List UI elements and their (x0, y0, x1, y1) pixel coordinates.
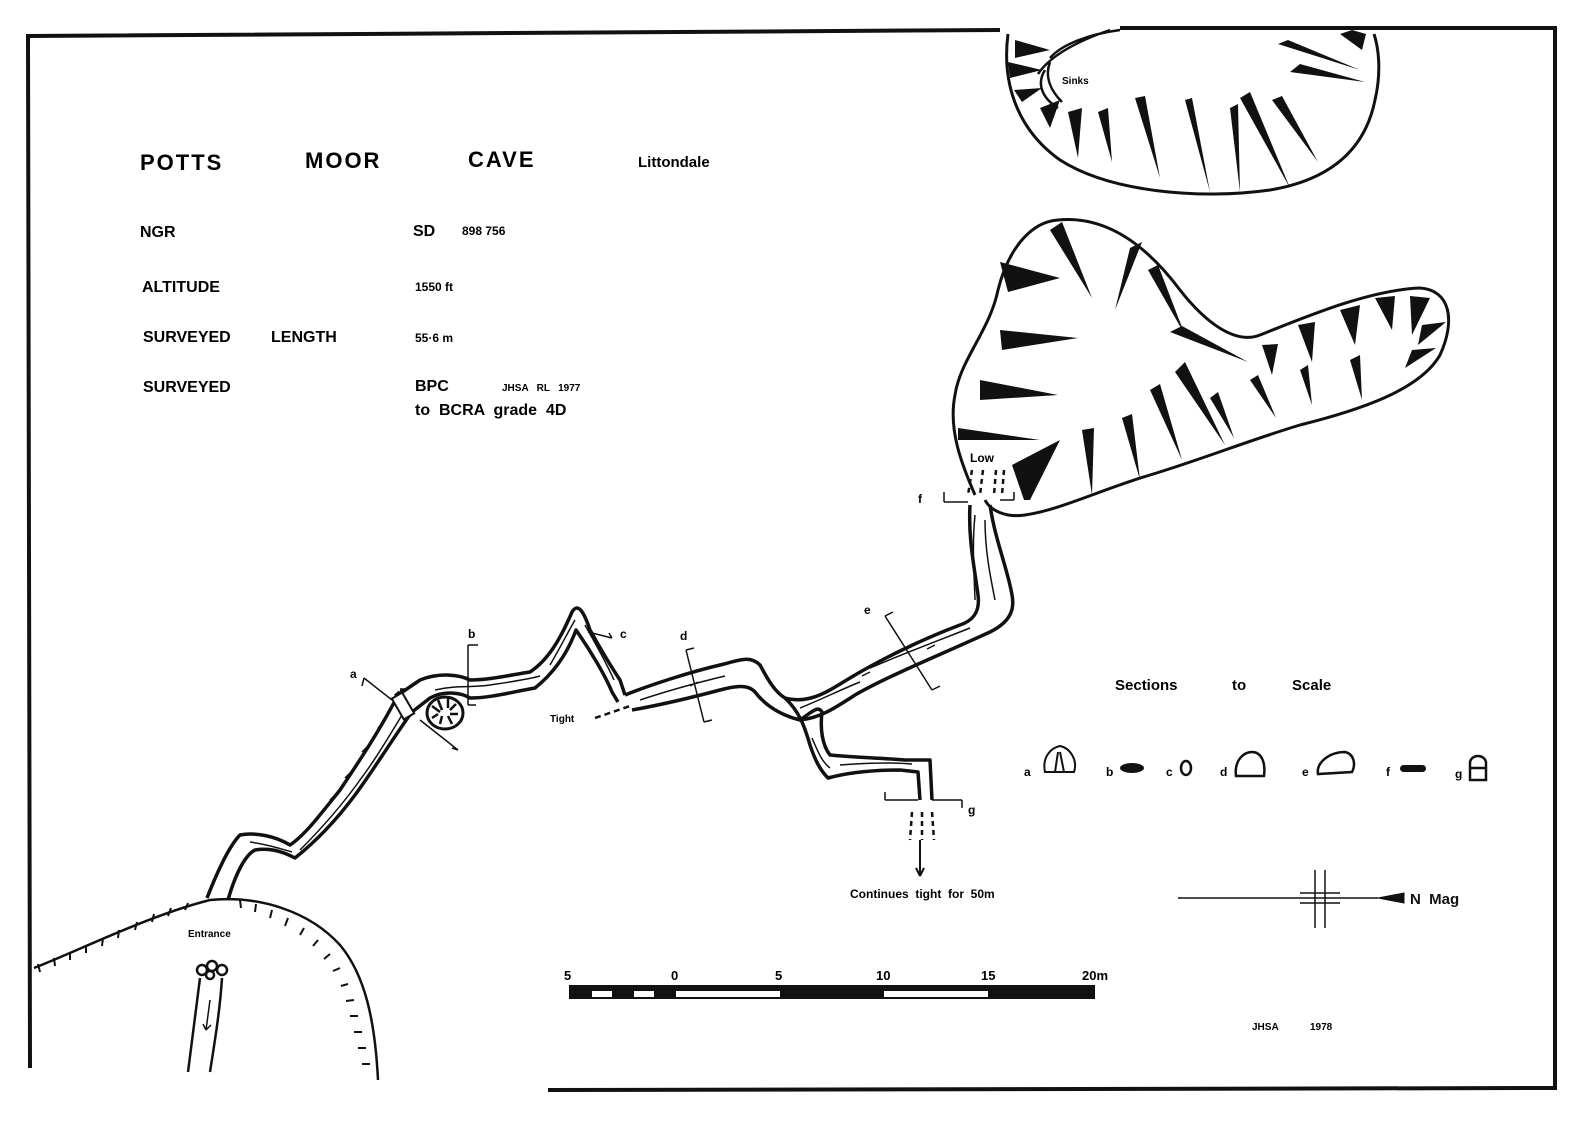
section-label-b: b (468, 627, 475, 641)
legend-label-e: e (1302, 765, 1309, 779)
title-area: Littondale (638, 154, 710, 171)
legend-section-g (1468, 754, 1488, 782)
credit-year: 1978 (1310, 1022, 1333, 1033)
legend-label-d: d (1220, 765, 1227, 779)
section-label-e: e (864, 603, 871, 617)
legend-section-e (1316, 750, 1356, 776)
sinks-label: Sinks (1062, 76, 1089, 87)
scale-tick-0: 5 (564, 968, 571, 983)
north-arrow: N Mag (1178, 870, 1459, 928)
chamber-a (390, 691, 465, 731)
title-cave: CAVE (468, 147, 536, 172)
scale-tick-3: 10 (876, 968, 890, 983)
low-label: Low (970, 451, 995, 465)
scale-tick-4: 15 (981, 968, 995, 983)
continues-label: Continues tight for 50m (850, 887, 995, 901)
ngr-value: 898 756 (462, 224, 506, 238)
upper-shakehole: Sinks (1005, 28, 1381, 196)
legend-section-c (1179, 759, 1193, 777)
altitude-value: 1550 ft (415, 280, 453, 294)
title-moor: MOOR (305, 148, 381, 173)
north-label: N Mag (1410, 891, 1459, 908)
surveyed-by: BPC (415, 378, 449, 395)
ngr-label: NGR (140, 224, 176, 241)
passage-texture (249, 514, 996, 853)
legend-section-a (1043, 744, 1076, 773)
scale-tick-2: 5 (775, 968, 782, 983)
credit-author: JHSA (1252, 1022, 1279, 1033)
sections-title-2: to (1232, 677, 1246, 694)
tight-label: Tight (550, 714, 575, 725)
ngr-prefix: SD (413, 223, 435, 240)
section-label-a: a (350, 667, 357, 681)
length-label-2: LENGTH (271, 329, 337, 346)
map-frame (25, 26, 1557, 1092)
title-block: POTTS MOOR CAVE Littondale NGR SD 898 75… (140, 147, 710, 419)
legend-section-b (1120, 763, 1144, 773)
upper-shakehole-hachures (1008, 30, 1366, 192)
entrance-doline: Entrance (33, 897, 380, 1081)
surveyed-label: SURVEYED (143, 379, 231, 396)
scale-tick-1: 0 (671, 968, 678, 983)
sections-title-3: Scale (1292, 677, 1331, 694)
scale-bar: 5 0 5 10 15 20m (564, 968, 1108, 999)
altitude-label: ALTITUDE (142, 279, 220, 296)
sections-legend: Sections to Scale a b c d e f g (1024, 677, 1488, 782)
legend-label-c: c (1166, 765, 1173, 779)
middle-shakehole-hachures (958, 222, 1446, 500)
length-value: 55·6 m (415, 331, 453, 345)
entrance-label: Entrance (188, 929, 231, 940)
scale-tick-5: 20m (1082, 968, 1108, 983)
legend-label-a: a (1024, 765, 1031, 779)
title-potts: POTTS (140, 150, 223, 175)
section-labels: a b c d e f g Tight Continues tight for … (350, 492, 995, 901)
section-label-c: c (620, 627, 627, 641)
surveyed-names: JHSA RL 1977 (502, 383, 581, 394)
section-markers (361, 492, 1015, 877)
section-label-g: g (968, 803, 975, 817)
legend-label-f: f (1386, 765, 1391, 779)
surveyed-grade: to BCRA grade 4D (415, 402, 566, 419)
length-label-1: SURVEYED (143, 329, 231, 346)
middle-shakehole: Low (951, 218, 1451, 518)
legend-section-d (1234, 750, 1266, 778)
section-label-d: d (680, 629, 687, 643)
legend-label-g: g (1455, 767, 1462, 781)
legend-section-f (1400, 765, 1426, 772)
credit: JHSA 1978 (1252, 1022, 1333, 1033)
cave-passage (205, 504, 1015, 901)
entrance-stream (186, 959, 229, 1073)
legend-label-b: b (1106, 765, 1113, 779)
section-label-f: f (918, 492, 923, 506)
sections-title-1: Sections (1115, 677, 1178, 694)
